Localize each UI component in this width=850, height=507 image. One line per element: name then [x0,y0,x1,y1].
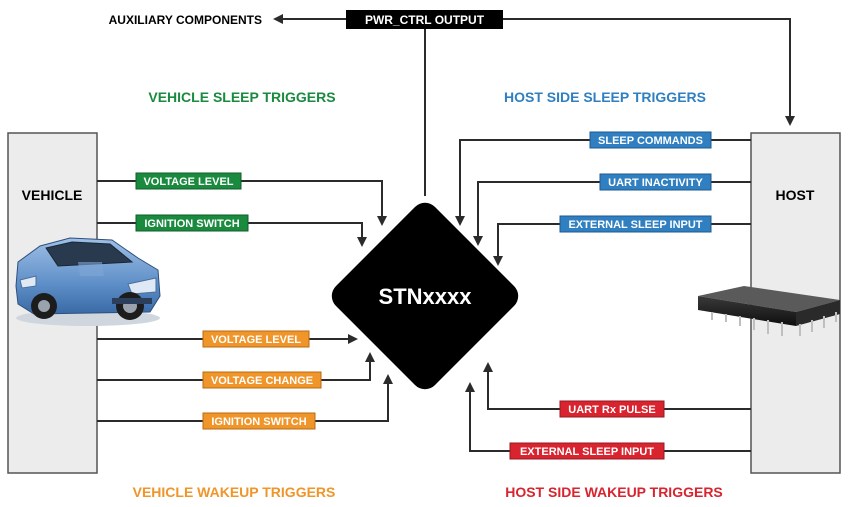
svg-text:SLEEP COMMANDS: SLEEP COMMANDS [598,135,703,147]
vehicle-sleep-lines [97,180,387,247]
pwr-ctrl-connections [273,14,795,196]
vehicle-wakeup-trigger-voltage-change: VOLTAGE CHANGE [202,371,322,389]
svg-text:VOLTAGE LEVEL: VOLTAGE LEVEL [143,176,233,188]
svg-text:UART Rx PULSE: UART Rx PULSE [568,404,655,416]
host-sleep-lines [455,139,751,266]
chip-label: STNxxxx [379,284,473,309]
vehicle-sleep-heading: VEHICLE SLEEP TRIGGERS [148,89,335,105]
host-wakeup-trigger-external-sleep-input: EXTERNAL SLEEP INPUT [509,442,665,460]
host-wakeup-heading: HOST SIDE WAKEUP TRIGGERS [505,484,723,500]
microchip-icon [698,286,840,336]
svg-text:UART INACTIVITY: UART INACTIVITY [608,177,703,189]
vehicle-panel-label: VEHICLE [22,187,83,203]
auxiliary-components-label: AUXILIARY COMPONENTS [109,13,262,27]
vehicle-sleep-trigger-ignition-switch: IGNITION SWITCH [135,214,249,232]
svg-text:IGNITION SWITCH: IGNITION SWITCH [211,416,306,428]
stn-chip: STNxxxx [331,202,519,390]
pwr-ctrl-tag [346,10,503,29]
svg-text:EXTERNAL SLEEP INPUT: EXTERNAL SLEEP INPUT [568,219,702,231]
host-wakeup-trigger-uart-rx-pulse: UART Rx PULSE [559,400,665,418]
svg-text:VOLTAGE LEVEL: VOLTAGE LEVEL [211,334,301,346]
vehicle-wakeup-trigger-voltage-level: VOLTAGE LEVEL [202,330,310,348]
host-sleep-heading: HOST SIDE SLEEP TRIGGERS [504,89,706,105]
host-sleep-trigger-sleep-commands: SLEEP COMMANDS [589,131,712,149]
car-icon [15,237,161,326]
vehicle-wakeup-trigger-ignition-switch: IGNITION SWITCH [202,412,316,430]
svg-text:VOLTAGE CHANGE: VOLTAGE CHANGE [211,375,313,387]
svg-text:IGNITION SWITCH: IGNITION SWITCH [144,218,239,230]
svg-text:EXTERNAL SLEEP INPUT: EXTERNAL SLEEP INPUT [520,446,654,458]
host-panel-label: HOST [776,187,815,203]
host-sleep-trigger-uart-inactivity: UART INACTIVITY [599,173,712,191]
vehicle-sleep-trigger-voltage-level: VOLTAGE LEVEL [135,172,242,190]
pwr-ctrl-label: PWR_CTRL OUTPUT [365,13,485,27]
vehicle-wakeup-heading: VEHICLE WAKEUP TRIGGERS [133,484,336,500]
host-sleep-trigger-external-sleep-input: EXTERNAL SLEEP INPUT [559,215,712,233]
